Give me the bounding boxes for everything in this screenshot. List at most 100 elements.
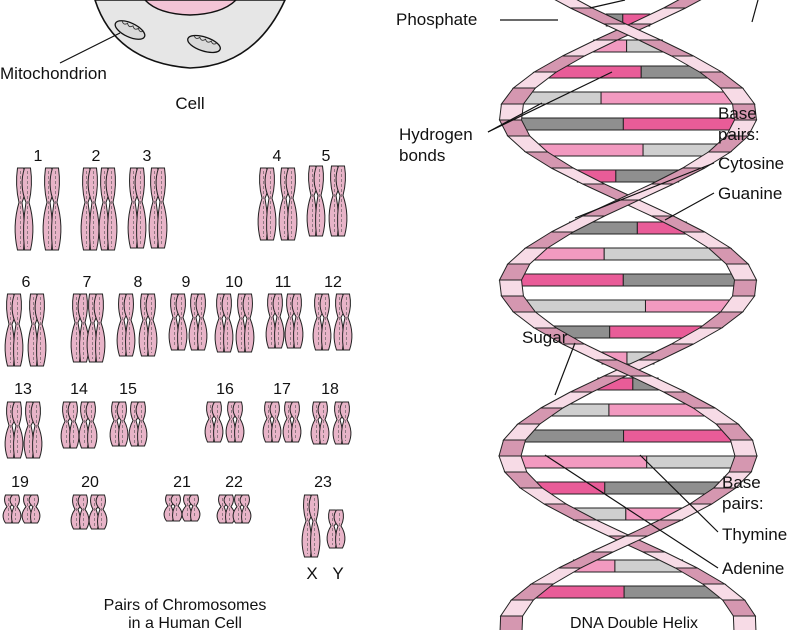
chromosome-number: 8 xyxy=(134,274,143,291)
karyotype-caption-line2: in a Human Cell xyxy=(128,615,242,630)
chromosome xyxy=(109,401,129,447)
cell-illustration xyxy=(59,0,286,69)
chromosome xyxy=(2,494,22,524)
chromosome-number: 11 xyxy=(275,274,292,291)
base-pair xyxy=(530,585,726,599)
chromosome xyxy=(148,167,168,249)
chromosome xyxy=(14,167,34,251)
y-chromosome-label: Y xyxy=(332,564,343,583)
chromosome xyxy=(116,293,136,357)
chromosome-number: 1 xyxy=(34,148,43,165)
karyotype-caption-line1: Pairs of Chromosomes xyxy=(104,597,267,614)
dna-strand xyxy=(498,0,758,630)
thymine-label: Thymine xyxy=(722,525,787,544)
phosphate-label: Phosphate xyxy=(396,10,477,29)
chromosome xyxy=(333,293,353,351)
chromosome xyxy=(284,293,304,349)
chromosome xyxy=(216,494,236,524)
chromosome xyxy=(278,167,298,241)
chromosome xyxy=(138,293,158,357)
chromosome xyxy=(204,401,224,443)
base-pair xyxy=(516,429,740,443)
cell-nucleus xyxy=(144,0,237,16)
chromosome-number: 6 xyxy=(22,274,31,291)
base-pair xyxy=(544,65,712,79)
chromosome-number: 12 xyxy=(324,274,342,291)
base-pair xyxy=(518,299,738,313)
chromosome xyxy=(4,293,24,367)
chromosome xyxy=(98,167,118,251)
chromosome-number: 9 xyxy=(182,274,191,291)
chromosome xyxy=(188,293,208,351)
chromosome xyxy=(326,509,346,549)
chromosome xyxy=(181,494,201,522)
chromosome-number: 2 xyxy=(92,148,101,165)
chromosome xyxy=(21,494,41,524)
chromosome-number: 7 xyxy=(83,274,92,291)
cytosine-label: Cytosine xyxy=(718,154,784,173)
base-pair xyxy=(528,247,728,261)
base-pair xyxy=(510,273,746,287)
chromosome-number: 18 xyxy=(321,381,339,398)
chromosome-number: 14 xyxy=(70,381,88,398)
chromosome xyxy=(312,293,332,351)
base-pairs-top-label-line2: pairs: xyxy=(718,125,760,144)
chromosome xyxy=(232,494,252,524)
chromosome xyxy=(70,494,90,530)
chromosome xyxy=(265,293,285,349)
chromosome-number: 15 xyxy=(119,381,137,398)
hydrogen-bonds-label-line2: bonds xyxy=(399,146,445,165)
cell-membrane xyxy=(94,0,286,69)
chromosome xyxy=(306,165,326,237)
base-pairs-bottom-label-line2: pairs: xyxy=(722,494,764,513)
chromosome xyxy=(282,401,302,443)
chromosome xyxy=(332,401,352,445)
chromosome xyxy=(23,401,43,459)
chromosome xyxy=(27,293,47,367)
chromosome xyxy=(163,494,183,522)
adenine-label: Adenine xyxy=(722,559,784,578)
dna-caption: DNA Double Helix xyxy=(570,615,698,630)
chromosome xyxy=(128,401,148,447)
dna-strands xyxy=(498,0,758,630)
karyotype: 1 2 3 4 5 6 7 8 9 10 11 12 13 14 15 16 1… xyxy=(2,148,353,583)
chromosome xyxy=(235,293,255,353)
base-pair xyxy=(548,403,708,417)
chromosome-number: 5 xyxy=(322,148,331,165)
chromosome-number: 13 xyxy=(14,381,32,398)
mitochondrion-label: Mitochondrion xyxy=(0,64,107,83)
chromosome xyxy=(86,293,106,363)
mitochondrion-leader-line xyxy=(59,32,121,64)
x-chromosome-label: X xyxy=(306,564,317,583)
chromosome-number: 10 xyxy=(225,274,243,291)
hydrogen-bonds-label-line1: Hydrogen xyxy=(399,125,473,144)
chromosome-number: 17 xyxy=(273,381,291,398)
chromosome xyxy=(262,401,282,443)
base-pair xyxy=(551,325,705,339)
chromosome xyxy=(4,401,24,459)
chromosome-number: 16 xyxy=(216,381,234,398)
chromosome xyxy=(80,167,100,251)
dna-base-pairs xyxy=(510,13,746,599)
chromosome-number: 3 xyxy=(143,148,152,165)
dna-leader-lines xyxy=(487,0,759,569)
mitochondrion-2 xyxy=(187,34,221,54)
chromosome-number: 4 xyxy=(273,148,282,165)
chromosome-number: 19 xyxy=(11,474,29,491)
base-pair xyxy=(533,143,723,157)
chromosome xyxy=(225,401,245,443)
chromosome xyxy=(257,167,277,241)
chromosome xyxy=(301,494,321,558)
base-pair xyxy=(510,455,746,469)
chromosome-number: 20 xyxy=(81,474,99,491)
cell-caption: Cell xyxy=(175,94,204,113)
chromosome xyxy=(42,167,62,251)
chromosome xyxy=(214,293,234,353)
chromosome xyxy=(78,401,98,449)
base-pairs-top-label-line1: Base xyxy=(718,104,757,123)
chromosome xyxy=(88,494,108,530)
chromosome xyxy=(127,167,147,249)
chromosome xyxy=(328,165,348,237)
chromosome xyxy=(70,293,90,363)
